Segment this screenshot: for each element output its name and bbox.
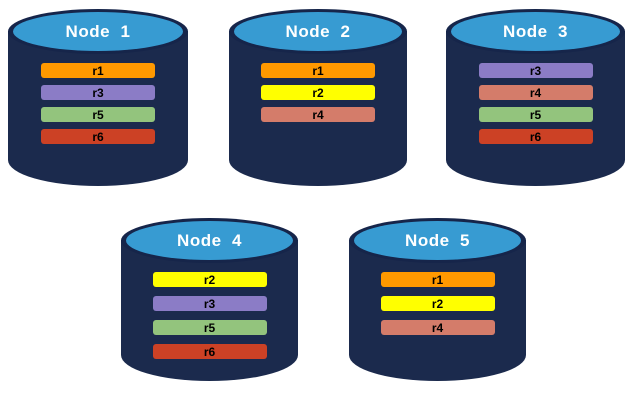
replica-bar-r2: r2 [152,272,267,287]
replica-bar-r3: r3 [41,85,155,100]
replica-bar-r3: r3 [152,296,267,311]
node-1-replica-list: r1 r3 r5 r6 [41,63,155,144]
replica-bar-r4: r4 [380,320,495,335]
node-5-cap: Node 5 [354,221,521,260]
node-2-replica-list: r1 r2 r4 [261,63,375,122]
node-3-replica-list: r3 r4 r5 r6 [478,63,593,144]
replica-bar-r1: r1 [41,63,155,78]
node-2-title: Node 2 [285,21,351,41]
node-5-replica-list: r1 r2 r4 [380,272,495,335]
replica-bar-r5: r5 [41,107,155,122]
replica-bar-r2: r2 [380,296,495,311]
replica-bar-r2: r2 [261,85,375,100]
node-4-replica-list: r2 r3 r5 r6 [152,272,267,359]
node-4-cap: Node 4 [126,221,293,260]
node-5-cylinder: Node 5 r1 r2 r4 [349,218,526,381]
replica-bar-r4: r4 [261,107,375,122]
node-1-cylinder: Node 1 r1 r3 r5 r6 [8,9,188,186]
node-3-cylinder: Node 3 r3 r4 r5 r6 [446,9,625,186]
node-1-title: Node 1 [65,21,131,41]
replica-bar-r4: r4 [478,85,593,100]
node-4-title: Node 4 [177,230,242,250]
replica-bar-r5: r5 [478,107,593,122]
replica-bar-r1: r1 [261,63,375,78]
node-5-title: Node 5 [405,230,470,250]
replica-bar-r6: r6 [152,344,267,359]
replica-bar-r6: r6 [41,129,155,144]
node-2-cap: Node 2 [234,12,402,51]
node-3-title: Node 3 [503,21,568,41]
replica-bar-r3: r3 [478,63,593,78]
replica-bar-r1: r1 [380,272,495,287]
node-2-cylinder: Node 2 r1 r2 r4 [229,9,407,186]
node-1-cap: Node 1 [13,12,183,51]
replica-bar-r6: r6 [478,129,593,144]
node-4-cylinder: Node 4 r2 r3 r5 r6 [121,218,298,381]
node-3-cap: Node 3 [451,12,620,51]
replica-bar-r5: r5 [152,320,267,335]
